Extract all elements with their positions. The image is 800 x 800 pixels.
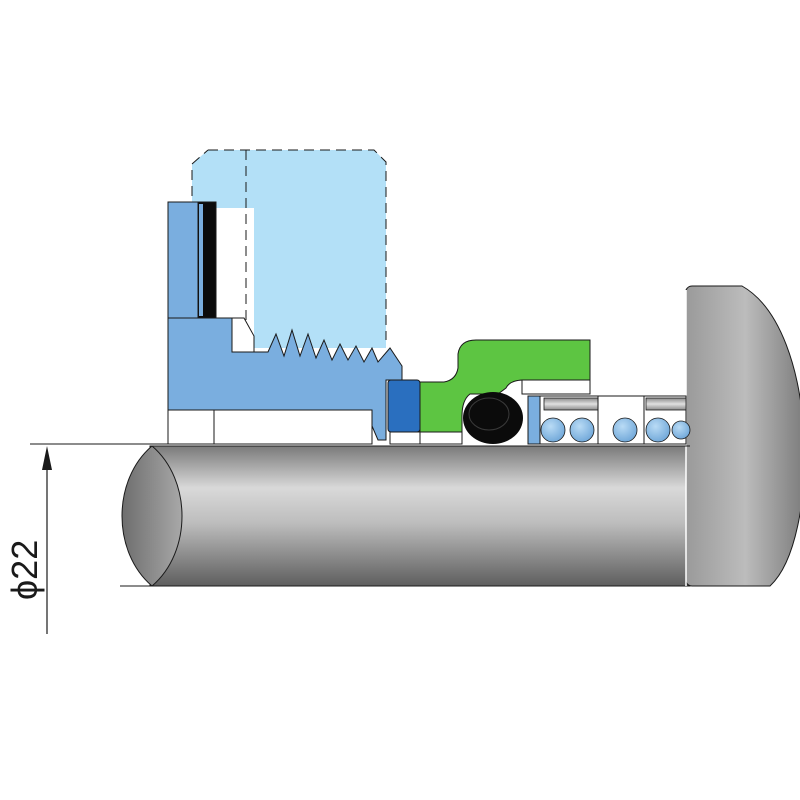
spring-coil (645, 417, 671, 443)
spring-coil (540, 417, 566, 443)
o-ring-highlight (468, 397, 510, 431)
dimension-annotation: ϕ22 (4, 443, 180, 634)
gland-outline-dashed (191, 149, 387, 340)
seal-face-base (389, 431, 421, 445)
seal-face (387, 379, 421, 445)
dimension-label: ϕ22 (4, 540, 45, 600)
seat-notch (231, 317, 255, 353)
rotating-seal-unit (419, 339, 591, 445)
spring-coil (612, 417, 638, 443)
seat-upper-block (167, 201, 199, 319)
diameter-value: 22 (4, 540, 45, 580)
o-ring-cross-section (463, 392, 523, 444)
shaft-body (149, 445, 691, 587)
spring-assembly (527, 395, 691, 445)
shaft-end-collar (685, 285, 800, 587)
spring-rod-left (543, 397, 599, 411)
seat-base-right (213, 409, 373, 445)
seal-face-ring (387, 379, 421, 433)
shaft-cut-end (121, 445, 183, 587)
spring-coil (671, 420, 691, 440)
diameter-symbol: ϕ (4, 580, 45, 600)
rotor-base (419, 431, 463, 445)
rotor-inner-strip (521, 379, 591, 395)
o-ring (463, 392, 523, 444)
stationary-seat (167, 201, 403, 445)
spring-retainer (527, 395, 541, 445)
seat-base-left (167, 409, 215, 445)
gland-housing (191, 149, 387, 348)
dimension-arrow-icon (42, 446, 52, 470)
gland-body (192, 150, 386, 348)
spring-rod-right (645, 397, 687, 411)
spring-coil (569, 417, 595, 443)
seat-gasket-highlight (199, 204, 203, 316)
